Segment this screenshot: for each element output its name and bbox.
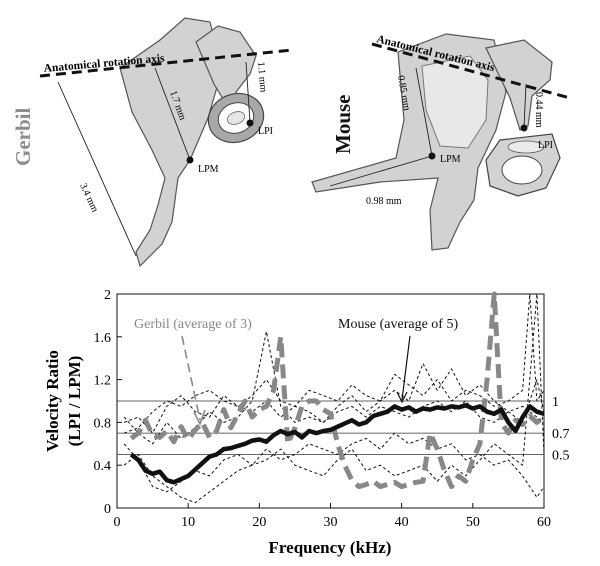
series-line-1 xyxy=(129,403,545,485)
x-axis-title: Frequency (kHz) xyxy=(269,538,392,557)
reference-line-label: 0.5 xyxy=(552,449,570,464)
mouse-dim-c: 0.98 mm xyxy=(366,196,402,207)
y-axis-title-2: (LPI / LPM) xyxy=(65,356,84,447)
gerbil-incus xyxy=(195,25,257,132)
gerbil-lpi-label: LPI xyxy=(258,126,273,137)
mouse-rotation-axis xyxy=(371,42,571,100)
mouse-name: Mouse xyxy=(331,95,355,155)
mouse-lpm-dot xyxy=(428,152,436,160)
x-tick-label: 10 xyxy=(181,515,195,530)
gerbil-dim-short: 1.1 mm xyxy=(255,61,269,93)
x-tick-label: 50 xyxy=(466,515,480,530)
gerbil-dim-long: 3.4 mm xyxy=(77,182,100,215)
gerbil-rotation-axis xyxy=(39,48,293,78)
y-tick-label: 2 xyxy=(104,288,111,303)
y-tick-label: 0 xyxy=(104,502,111,517)
mouse-dim-b: 0.44 mm xyxy=(533,92,544,128)
gerbil-annotation: Gerbil (average of 3) xyxy=(134,317,252,332)
y-tick-label: 1.6 xyxy=(94,331,112,346)
y-tick-label: 1.2 xyxy=(94,374,112,389)
gerbil-annotation-arrow xyxy=(181,335,201,421)
series-line-5 xyxy=(123,293,545,434)
mouse-lpi-dot xyxy=(520,124,528,132)
velocity-ratio-chart: 1 0.7 0.5 0 10 20 30 40 50 60 0 0.4 0.8 1.2 1.6 2 Gerb… xyxy=(43,288,570,557)
gerbil-lpi-dot xyxy=(246,119,254,127)
series-layer xyxy=(123,291,546,504)
x-tick-label: 30 xyxy=(324,515,338,530)
y-tick-label: 0.4 xyxy=(94,459,112,474)
mouse-lpm-label: LPM xyxy=(440,154,461,165)
reference-line-label: 1 xyxy=(552,395,559,410)
x-tick-label: 40 xyxy=(395,515,409,530)
series-line-6 xyxy=(123,293,545,493)
gerbil-lpm-dot xyxy=(186,156,194,164)
y-tick-label: 0.8 xyxy=(94,416,112,431)
x-tick-label: 0 xyxy=(114,515,121,530)
axis-ticks: 0 10 20 30 40 50 60 0 0.4 0.8 1.2 1.6 2 xyxy=(94,288,552,530)
mouse-annotation: Mouse (average of 5) xyxy=(338,317,458,332)
series-line-7 xyxy=(123,395,545,434)
mouse-diagram: Anatomical rotation axis 0.85 mm 0.44 mm… xyxy=(311,33,571,251)
reference-line-label: 0.7 xyxy=(552,427,570,442)
series-line-4 xyxy=(123,432,545,504)
y-axis-title: Velocity Ratio xyxy=(43,350,62,452)
gerbil-name: Gerbil xyxy=(11,108,35,166)
x-tick-label: 60 xyxy=(537,515,551,530)
mouse-annotation-arrow xyxy=(401,335,411,401)
gerbil-diagram: Anatomical rotation axis 3.4 mm 1.7 mm 1… xyxy=(11,17,293,268)
mouse-lpi-label: LPI xyxy=(538,140,553,151)
gerbil-malleus xyxy=(119,17,223,268)
x-tick-label: 20 xyxy=(252,515,266,530)
gerbil-lpm-label: LPM xyxy=(198,164,219,175)
